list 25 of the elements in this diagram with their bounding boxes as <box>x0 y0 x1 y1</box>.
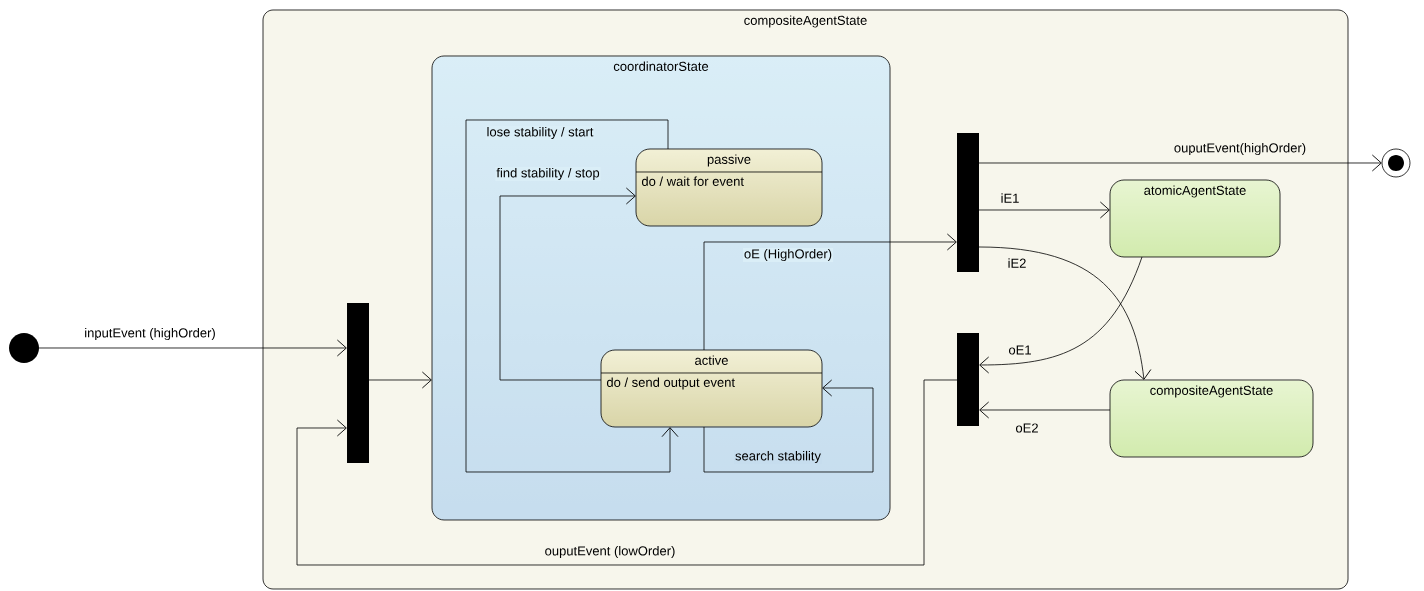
initial-state-dot <box>9 333 39 363</box>
final-state-symbol <box>1381 148 1411 178</box>
edge-label: oE2 <box>1014 422 1040 434</box>
arrow <box>38 339 347 357</box>
edge-label: oE1 <box>1007 344 1033 356</box>
state-box: atomicAgentState <box>1109 179 1281 258</box>
arrow <box>978 201 1110 219</box>
arrow <box>499 187 636 381</box>
state-box: active do / send output event <box>600 349 823 428</box>
fork-bar <box>957 133 979 272</box>
arrow <box>703 379 874 473</box>
arrow <box>978 246 1152 380</box>
join-bar <box>957 333 979 426</box>
arrow <box>368 371 432 389</box>
arrow <box>703 233 957 351</box>
arrow <box>979 401 1111 419</box>
edge-label: iE1 <box>999 192 1021 204</box>
arrow <box>978 154 1382 172</box>
fork-bar <box>347 303 369 463</box>
arrow <box>979 256 1143 374</box>
arrow <box>465 119 679 473</box>
arrow <box>296 379 958 566</box>
edge-label: iE2 <box>1006 257 1028 269</box>
state-box: compositeAgentState <box>1109 379 1314 458</box>
state-box: passive do / wait for event <box>635 148 823 227</box>
